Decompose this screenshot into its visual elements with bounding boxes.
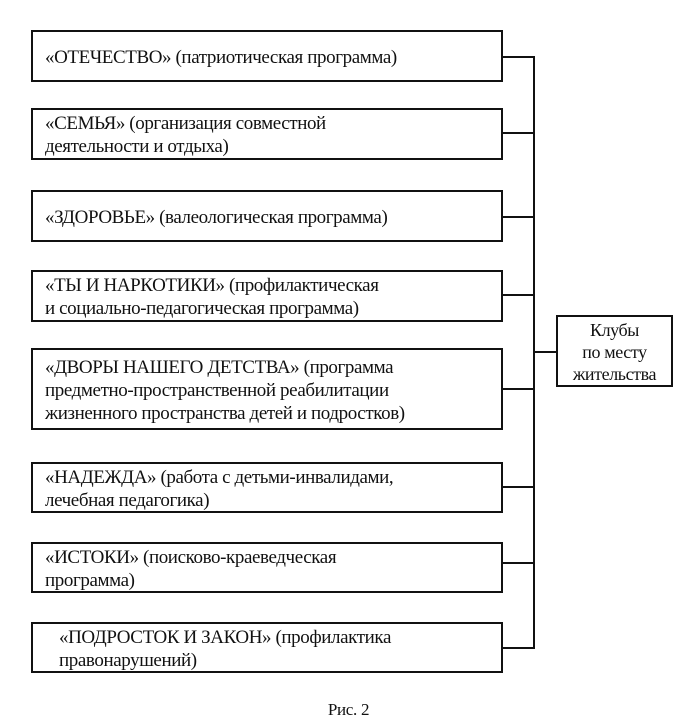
- connector-line: [503, 388, 535, 390]
- program-text: «ОТЕЧЕСТВО» (патриотическая программа): [45, 46, 397, 68]
- program-text: жизненного пространства детей и подростк…: [45, 402, 405, 424]
- connector-line: [503, 56, 535, 58]
- connector-line: [503, 647, 535, 649]
- program-box-dvory: «ДВОРЫ НАШЕГО ДЕТСТВА» (программа предме…: [31, 348, 503, 430]
- target-text: Клубы: [589, 320, 639, 340]
- figure-caption: Рис. 2: [0, 700, 691, 720]
- program-box-ty-i-narkotiki: «ТЫ И НАРКОТИКИ» (профилактическая и соц…: [31, 270, 503, 322]
- caption-text: Рис. 2: [327, 700, 370, 719]
- connector-line: [503, 216, 535, 218]
- program-text: «ЗДОРОВЬЕ» (валеологическая программа): [45, 206, 388, 228]
- program-text: и социально-педагогическая программа): [45, 298, 359, 319]
- program-text: «НАДЕЖДА» (работа с детьми-инвалидами,: [45, 466, 394, 488]
- target-text: по месту: [582, 342, 647, 362]
- program-box-zdorovye: «ЗДОРОВЬЕ» (валеологическая программа): [31, 190, 503, 242]
- program-text: программа): [45, 569, 135, 591]
- program-text: предметно-пространственной реабилитации: [45, 379, 389, 401]
- program-text: «ДВОРЫ НАШЕГО ДЕТСТВА» (программа: [45, 356, 394, 378]
- program-box-istoki: «ИСТОКИ» (поисково-краеведческая програм…: [31, 542, 503, 593]
- program-text: деятельности и отдыха): [45, 136, 229, 157]
- target-text: жительства: [572, 364, 657, 384]
- program-text: «СЕМЬЯ» (организация совместной: [45, 113, 326, 134]
- program-box-nadezhda: «НАДЕЖДА» (работа с детьми-инвалидами, л…: [31, 462, 503, 513]
- program-box-podrostok: «ПОДРОСТОК И ЗАКОН» (профилактика правон…: [31, 622, 503, 673]
- program-text: лечебная педагогика): [45, 489, 210, 511]
- connector-line: [503, 486, 535, 488]
- program-box-semya: «СЕМЬЯ» (организация совместной деятельн…: [31, 108, 503, 160]
- connector-line: [503, 132, 535, 134]
- program-text: «ИСТОКИ» (поисково-краеведческая: [45, 546, 337, 568]
- connector-line: [503, 294, 535, 296]
- program-box-otechestvo: «ОТЕЧЕСТВО» (патриотическая программа): [31, 30, 503, 82]
- target-box-clubs: Клубы по месту жительства: [556, 315, 673, 387]
- program-text: правонарушений): [59, 649, 197, 671]
- program-text: «ТЫ И НАРКОТИКИ» (профилактическая: [45, 275, 379, 296]
- connector-line: [503, 562, 535, 564]
- program-text: «ПОДРОСТОК И ЗАКОН» (профилактика: [59, 626, 392, 648]
- connector-to-target: [533, 351, 556, 353]
